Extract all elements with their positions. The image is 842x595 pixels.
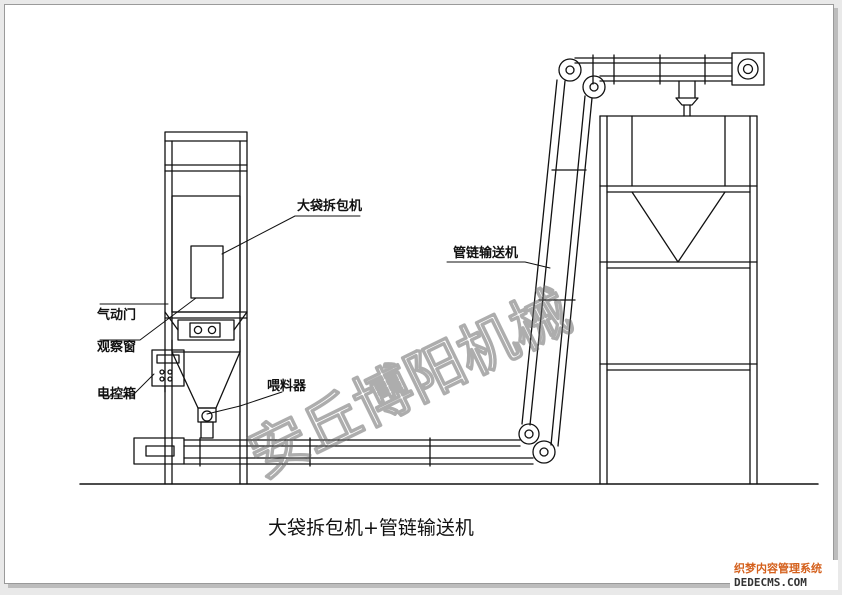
label-control-box: 电控箱 (97, 386, 136, 402)
tube-chain-conveyor (133, 52, 765, 467)
leader-lines (99, 215, 551, 415)
conveyor-drive-top (731, 52, 765, 86)
diagram-caption: 大袋拆包机+管链输送机 (268, 517, 474, 539)
corner-badge: 织梦内容管理系统 DEDECMS.COM (730, 560, 838, 590)
control-box (151, 349, 185, 393)
conveyor-drive-bottom (133, 437, 185, 465)
badge-line1: 织梦内容管理系统 (734, 561, 822, 575)
label-bag-unpacker: 大袋拆包机 (297, 198, 362, 214)
silo-structure (599, 115, 758, 485)
observation-window (190, 245, 224, 299)
feeder-body (197, 407, 217, 423)
badge-line2: DEDECMS.COM (734, 576, 807, 589)
label-tube-chain-conveyor: 管链输送机 (453, 245, 518, 261)
label-observation-window: 观察窗 (97, 339, 136, 355)
label-feeder: 喂料器 (267, 378, 307, 394)
label-pneumatic-door: 气动门 (97, 307, 136, 323)
bag-unpacker-tower (164, 131, 248, 485)
